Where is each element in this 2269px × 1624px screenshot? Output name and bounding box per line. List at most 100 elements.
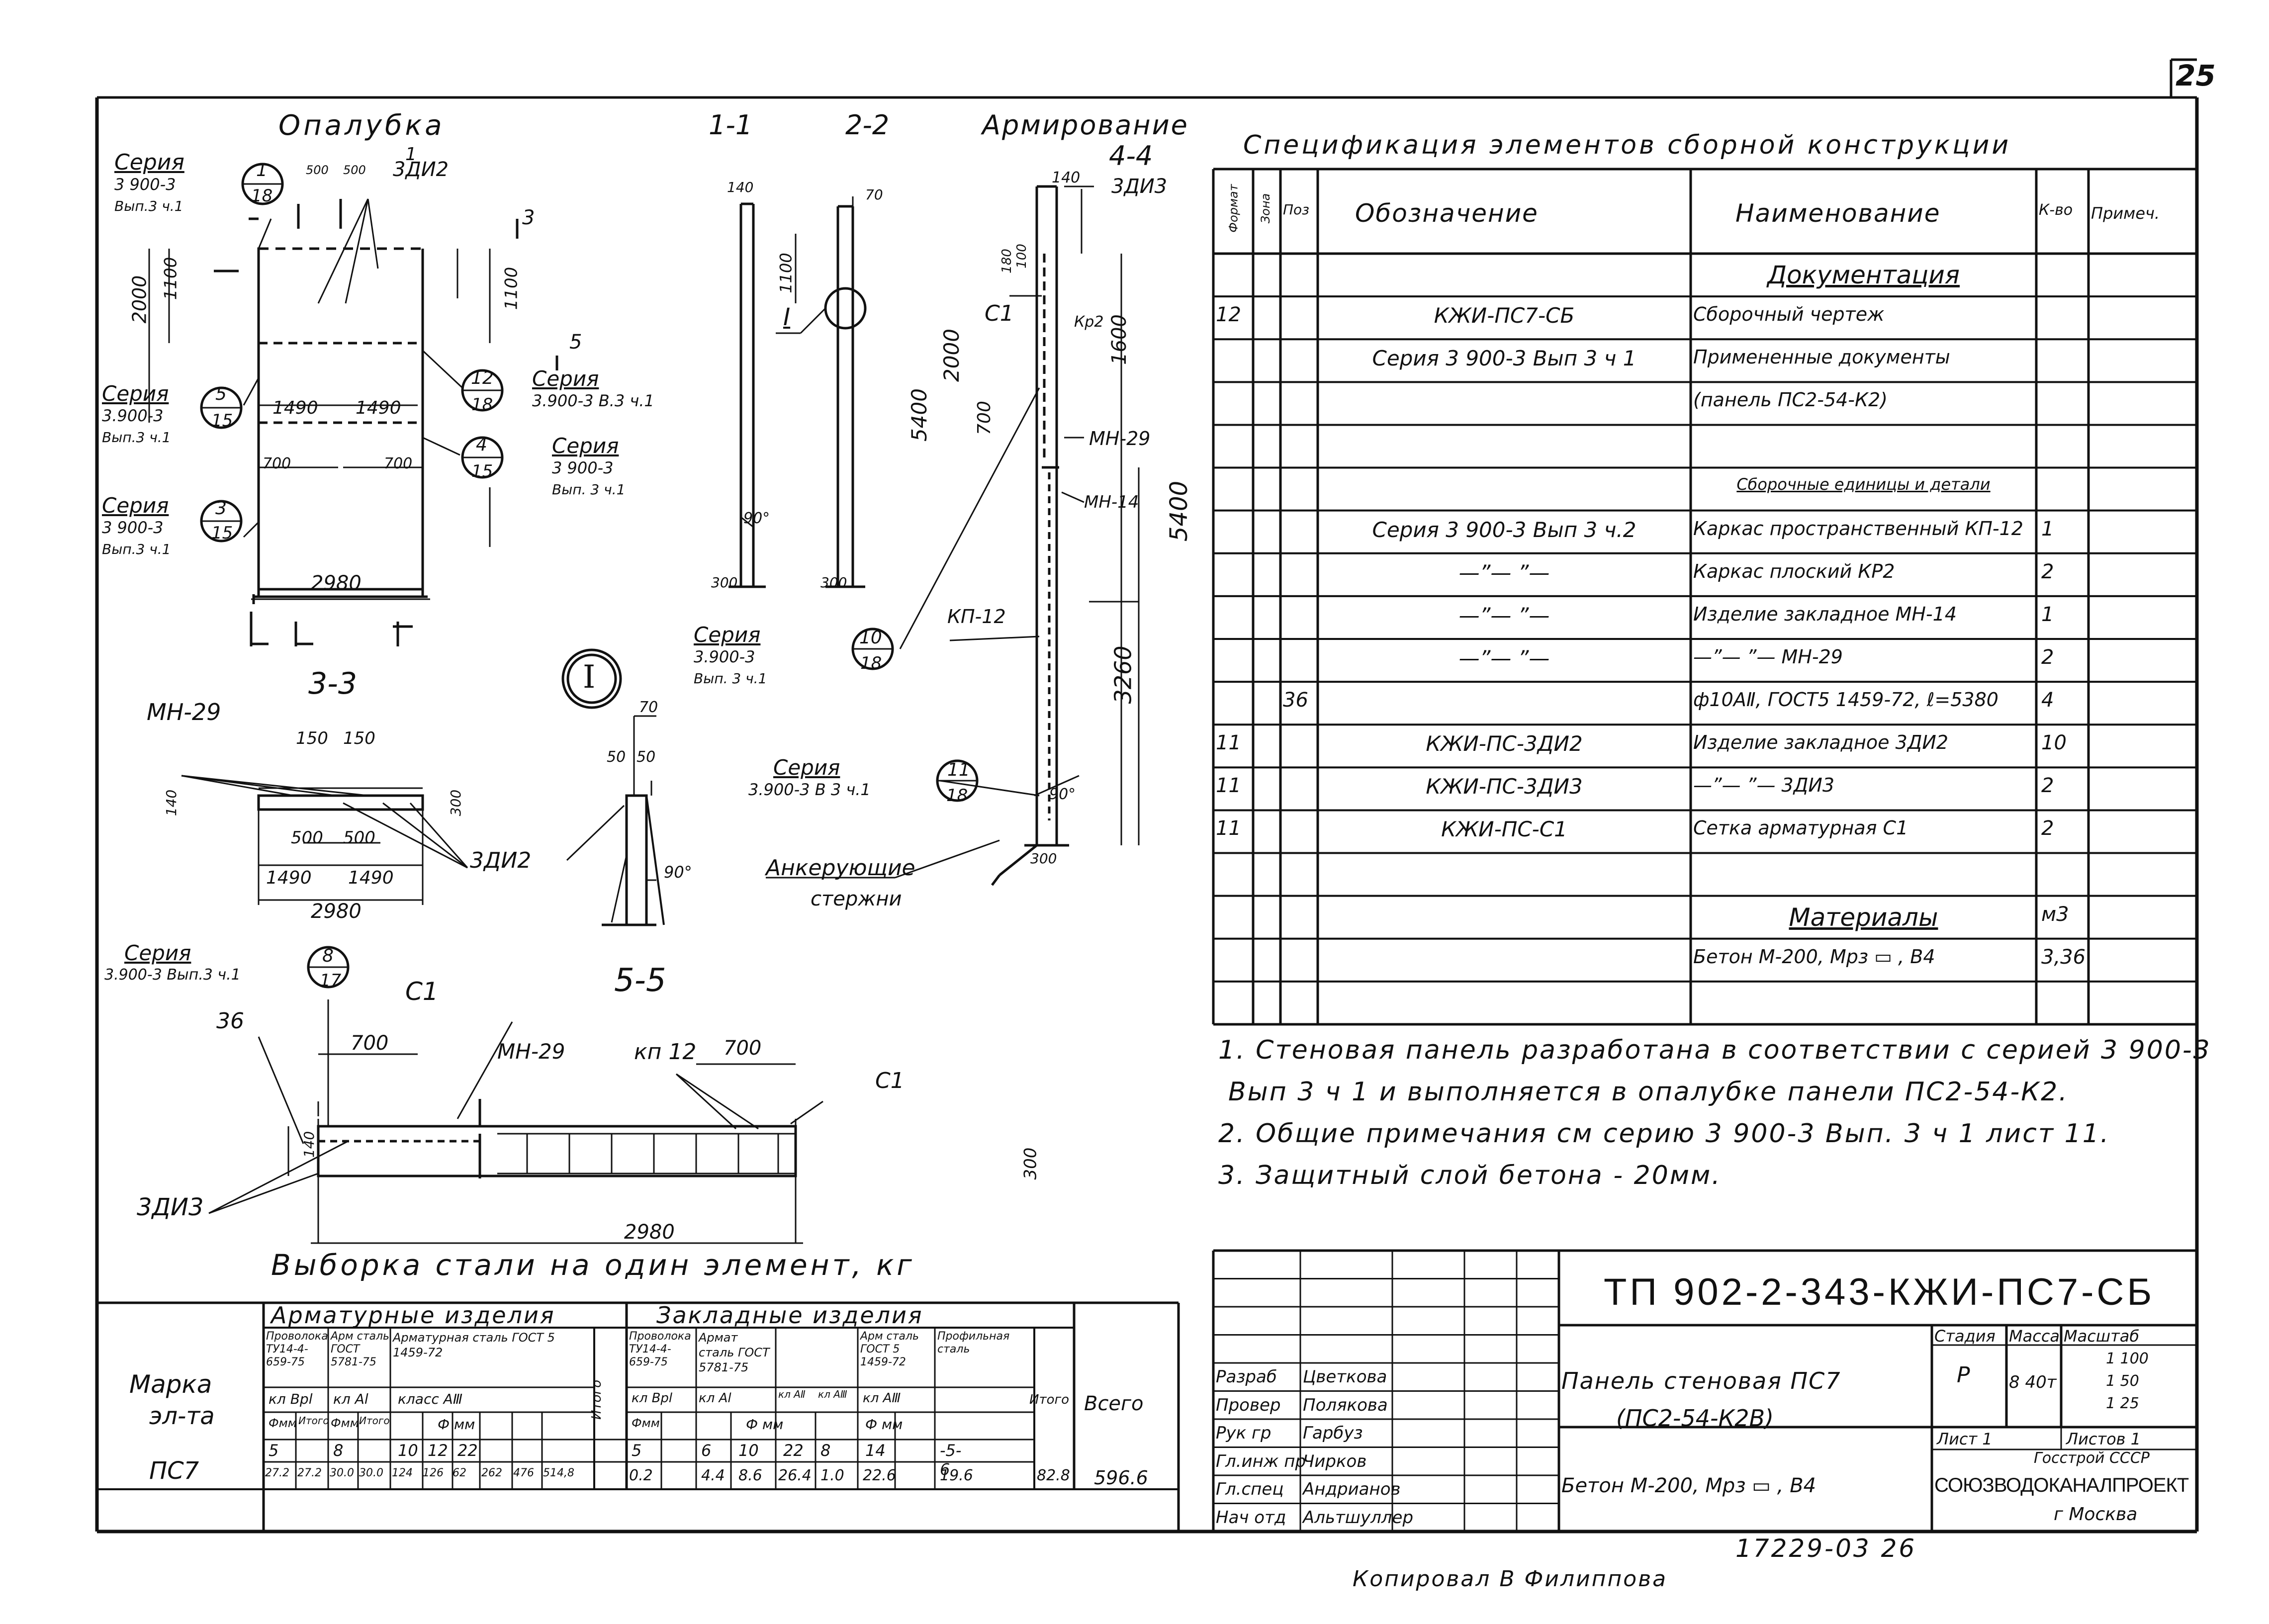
dim-700-section: 700 xyxy=(974,401,995,435)
dim-1490-3-3-a: 1490 xyxy=(266,868,312,888)
spec-cell-qty: м3 xyxy=(2041,902,2069,926)
series-ref-5-num: 4 xyxy=(476,435,487,455)
copied-by: Копировал В Филиппова xyxy=(1353,1566,1668,1592)
section-2-2-view xyxy=(776,196,867,588)
label-section-1: 1 xyxy=(405,144,417,165)
title-mass-label: Масса xyxy=(2009,1327,2060,1346)
label-mn29-5-5: МН-29 xyxy=(497,1039,565,1064)
spec-cell-name: ф10АⅡ, ГОСТ5 1459-72, ℓ=5380 xyxy=(1693,689,1998,711)
dim-1490-3-3-b: 1490 xyxy=(348,868,394,888)
dim-700-5-5-b: 700 xyxy=(724,1037,762,1060)
series-ref-code: 3.900-3 xyxy=(694,647,755,666)
dim-700-5-5-a: 700 xyxy=(351,1032,389,1055)
steel-value: 27.2 xyxy=(265,1467,289,1479)
steel-diameter: 8 xyxy=(820,1441,831,1460)
spec-cell-qty: 4 xyxy=(2041,689,2054,712)
dim-300-3-3: 300 xyxy=(448,789,464,816)
spec-cell-name: —”— ”— 3ДИ3 xyxy=(1693,774,1834,797)
series-ref-label: Серия xyxy=(124,941,191,965)
dim-2000-formwork: 2000 xyxy=(128,275,151,324)
steel-value: 262 xyxy=(481,1467,502,1479)
dim-2980-5-5: 2980 xyxy=(624,1221,675,1244)
steel-diameter: 10 xyxy=(738,1441,759,1460)
title-name-1: Панель стеновая ПС7 xyxy=(1561,1367,1841,1394)
steel-cls-4: кл Врl xyxy=(632,1391,673,1406)
steel-diameter: 5 xyxy=(269,1441,279,1460)
title-role-name: Андрианов xyxy=(1303,1479,1401,1499)
title-role-role: Разраб xyxy=(1216,1367,1277,1387)
steel-col-7: Профильная сталь xyxy=(937,1330,1010,1355)
angle-90-detail: 90° xyxy=(664,863,692,882)
title-org-3: г Москва xyxy=(2054,1504,2138,1525)
series-ref-7: Серия 3.900-3 В 3 ч.1 xyxy=(748,757,871,801)
label-c1-5-5-b: С1 xyxy=(875,1068,905,1093)
series-ref-1-num: 1 xyxy=(256,160,268,180)
series-ref-6: Серия 3.900-3 Вып. 3 ч.1 xyxy=(694,624,767,690)
steel-itogo-3: Итого xyxy=(589,1379,605,1420)
section-3-3-label: 3-3 xyxy=(308,666,357,701)
dim-1600-section: 1600 xyxy=(1107,314,1131,365)
dim-140-section1: 140 xyxy=(727,179,754,195)
label-kp12-5-5: кп 12 xyxy=(634,1039,697,1065)
spec-cell-qty: 2 xyxy=(2041,560,2054,583)
label-zdi2-formwork: 3ДИ2 xyxy=(393,158,449,181)
title-mass: 8 40т xyxy=(2009,1372,2057,1392)
series-ref-label: Серия xyxy=(773,755,840,780)
spec-cell-format: 12 xyxy=(1216,303,1241,327)
series-ref-1: Серия 3 900-3 Вып.3 ч.1 xyxy=(114,152,184,217)
section-4-4-label: 4-4 xyxy=(1109,140,1153,172)
spec-cell-format: 11 xyxy=(1216,817,1241,840)
series-ref-3-num: 3 xyxy=(215,498,227,519)
spec-cell-designation: —”— ”— xyxy=(1458,603,1550,628)
label-mn29-section: МН-29 xyxy=(1089,428,1151,450)
dim-700-b: 700 xyxy=(384,455,413,472)
steel-table-grid xyxy=(97,1301,1180,1532)
detail-i-view xyxy=(561,648,665,926)
dim-300-section: 300 xyxy=(1030,850,1057,867)
spec-cell-qty: 2 xyxy=(2041,646,2054,669)
steel-cls-6b: кл АⅢ xyxy=(818,1388,847,1400)
spec-cell-designation: Серия 3 900-3 Вып 3 ч.2 xyxy=(1372,517,1636,542)
dim-150-a: 150 xyxy=(296,728,328,748)
dim-1100-right: 1100 xyxy=(501,267,522,310)
spec-cell-qty: 2 xyxy=(2041,774,2054,798)
series-ref-code: 3 900-3 xyxy=(114,175,176,194)
dim-300-s2: 300 xyxy=(820,574,847,591)
title-role-role: Гл.инж пр xyxy=(1216,1451,1306,1471)
steel-diameter: -5-6 xyxy=(940,1441,962,1479)
steel-value: 1.0 xyxy=(820,1467,844,1484)
steel-col-6: Арм сталь ГОСТ 5 1459-72 xyxy=(860,1330,919,1368)
reinforcement-title: Армирование xyxy=(982,109,1189,141)
series-ref-1-sheet: 18 xyxy=(251,186,273,206)
steel-cls-3: класс АⅢ xyxy=(398,1391,463,1407)
steel-col-2: Арм сталь ГОСТ 5781-75 xyxy=(331,1330,390,1368)
steel-cls-1: кл Врl xyxy=(269,1391,313,1407)
label-kr2-section: Кр2 xyxy=(1074,313,1104,331)
series-ref-4-sheet: 18 xyxy=(471,395,493,415)
label-mn14-section: МН-14 xyxy=(1084,492,1139,512)
steel-total: Всего xyxy=(1084,1392,1144,1415)
spec-header-pos: Поз xyxy=(1283,201,1310,218)
series-ref-code: 3.900-3 В 3 ч.1 xyxy=(748,780,871,799)
spec-cell-qty: 3,36 xyxy=(2041,945,2086,969)
spec-header-designation: Обозначение xyxy=(1355,199,1539,228)
steel-value: 22.6 xyxy=(863,1467,896,1484)
dim-1100-formwork: 1100 xyxy=(161,257,181,300)
spec-cell-format: 11 xyxy=(1216,731,1241,755)
steel-cls-5: кл Al xyxy=(699,1391,731,1406)
steel-group-arm: Арматурные изделия xyxy=(271,1302,555,1329)
title-sheet-label: Лист 1 xyxy=(1937,1430,1993,1448)
steel-value: 27.2 xyxy=(297,1467,322,1479)
note-1: 1. Стеновая панель разработана в соответ… xyxy=(1218,1035,2211,1065)
steel-title: Выборка стали на один элемент, кг xyxy=(271,1248,915,1282)
steel-diameter: 6 xyxy=(701,1441,712,1460)
spec-cell-designation: —”— ”— xyxy=(1458,646,1550,670)
spec-title: Спецификация элементов сборной конструкц… xyxy=(1243,130,2011,160)
steel-cls-6a: кл АⅡ xyxy=(778,1388,806,1400)
dim-1100-section1: 1100 xyxy=(776,253,796,293)
steel-value: 126 xyxy=(423,1467,444,1479)
steel-cls-7: кл АⅢ xyxy=(863,1391,901,1406)
steel-value: 19.6 xyxy=(940,1467,973,1484)
formwork-title: Опалубка xyxy=(278,109,445,142)
